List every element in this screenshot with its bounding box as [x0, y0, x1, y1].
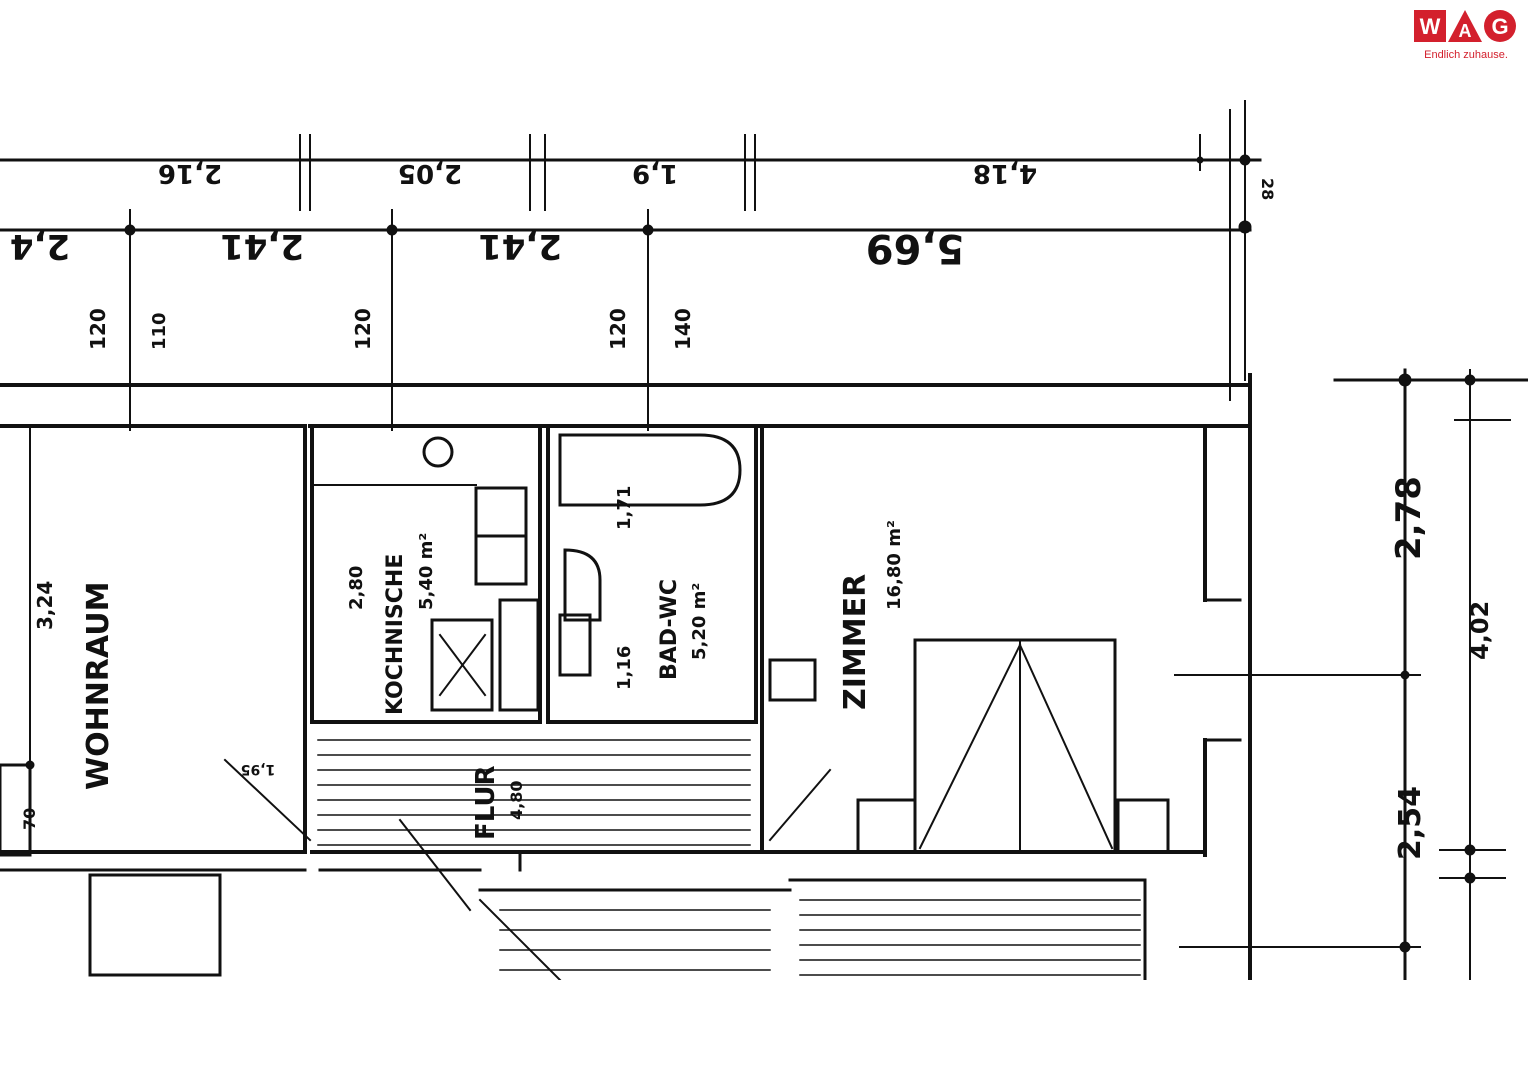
opening-label-2: 110	[149, 312, 170, 350]
room-label-flur: FLUR	[471, 765, 501, 840]
dimension-right-4: 28	[1258, 178, 1277, 200]
logo-triangle-a	[1448, 10, 1482, 42]
svg-text:W: W	[1420, 14, 1441, 39]
dimension-top-2-b: 2,41	[220, 226, 304, 266]
misc-label-3: 2,80	[346, 566, 367, 610]
misc-label-2: 70	[20, 808, 39, 830]
room-area-zimmer: 16,80 m²	[884, 520, 905, 610]
room-area-bad-wc: 5,20 m²	[689, 583, 710, 660]
svg-text:A: A	[1459, 21, 1472, 41]
bathtub	[558, 433, 742, 507]
opening-label-3: 120	[351, 308, 375, 350]
misc-label-1: 3,24	[33, 581, 57, 630]
dimension-right-3: 2,54	[1393, 786, 1428, 860]
dimension-top-2-a: 2,4	[10, 226, 70, 266]
dimension-right-2: 4,02	[1466, 601, 1494, 660]
misc-label-5: 1,16	[614, 646, 635, 690]
room-label-kochnische: KOCHNISCHE	[383, 554, 408, 715]
dimension-top-2-c: 2,41	[478, 226, 562, 266]
toilet	[563, 548, 602, 622]
room-label-zimmer: ZIMMER	[838, 574, 873, 710]
room-area-flur: 4,80	[507, 781, 526, 820]
hallway-hatching	[317, 739, 751, 846]
kitchen-walls	[310, 424, 542, 724]
logo-tagline: Endlich zuhause.	[1424, 49, 1508, 61]
bath-walls	[546, 424, 758, 724]
floor-plan: WOHNRAUM KOCHNISCHE 5,40 m² BAD-WC 5,20 …	[0, 100, 1528, 980]
dimension-top-1-b: 2,05	[398, 158, 462, 188]
wag-logo: W A G Endlich zuhause.	[1410, 6, 1522, 62]
opening-label-1: 120	[86, 308, 110, 350]
dimension-top-1-a: 2,16	[158, 158, 222, 188]
room-label-bad-wc: BAD-WC	[657, 579, 682, 680]
dimension-top-1-c: 1,9	[632, 158, 678, 188]
room-label-wohnraum: WOHNRAUM	[81, 582, 116, 790]
svg-text:G: G	[1491, 14, 1508, 39]
opening-label-5: 120	[606, 308, 630, 350]
misc-label-6: 1,95	[241, 761, 276, 777]
logo-circle-g	[1484, 10, 1516, 42]
wardrobe	[913, 638, 1117, 854]
dimension-top-2-d: 5,69	[866, 225, 965, 271]
dimension-right-1: 2,78	[1389, 476, 1429, 560]
opening-label-6: 140	[671, 308, 695, 350]
dimension-top-1-d: 4,18	[973, 158, 1037, 188]
misc-label-4: 1,71	[614, 486, 635, 530]
room-area-kochnische: 5,40 m²	[416, 533, 437, 610]
logo-square-w	[1414, 10, 1446, 42]
